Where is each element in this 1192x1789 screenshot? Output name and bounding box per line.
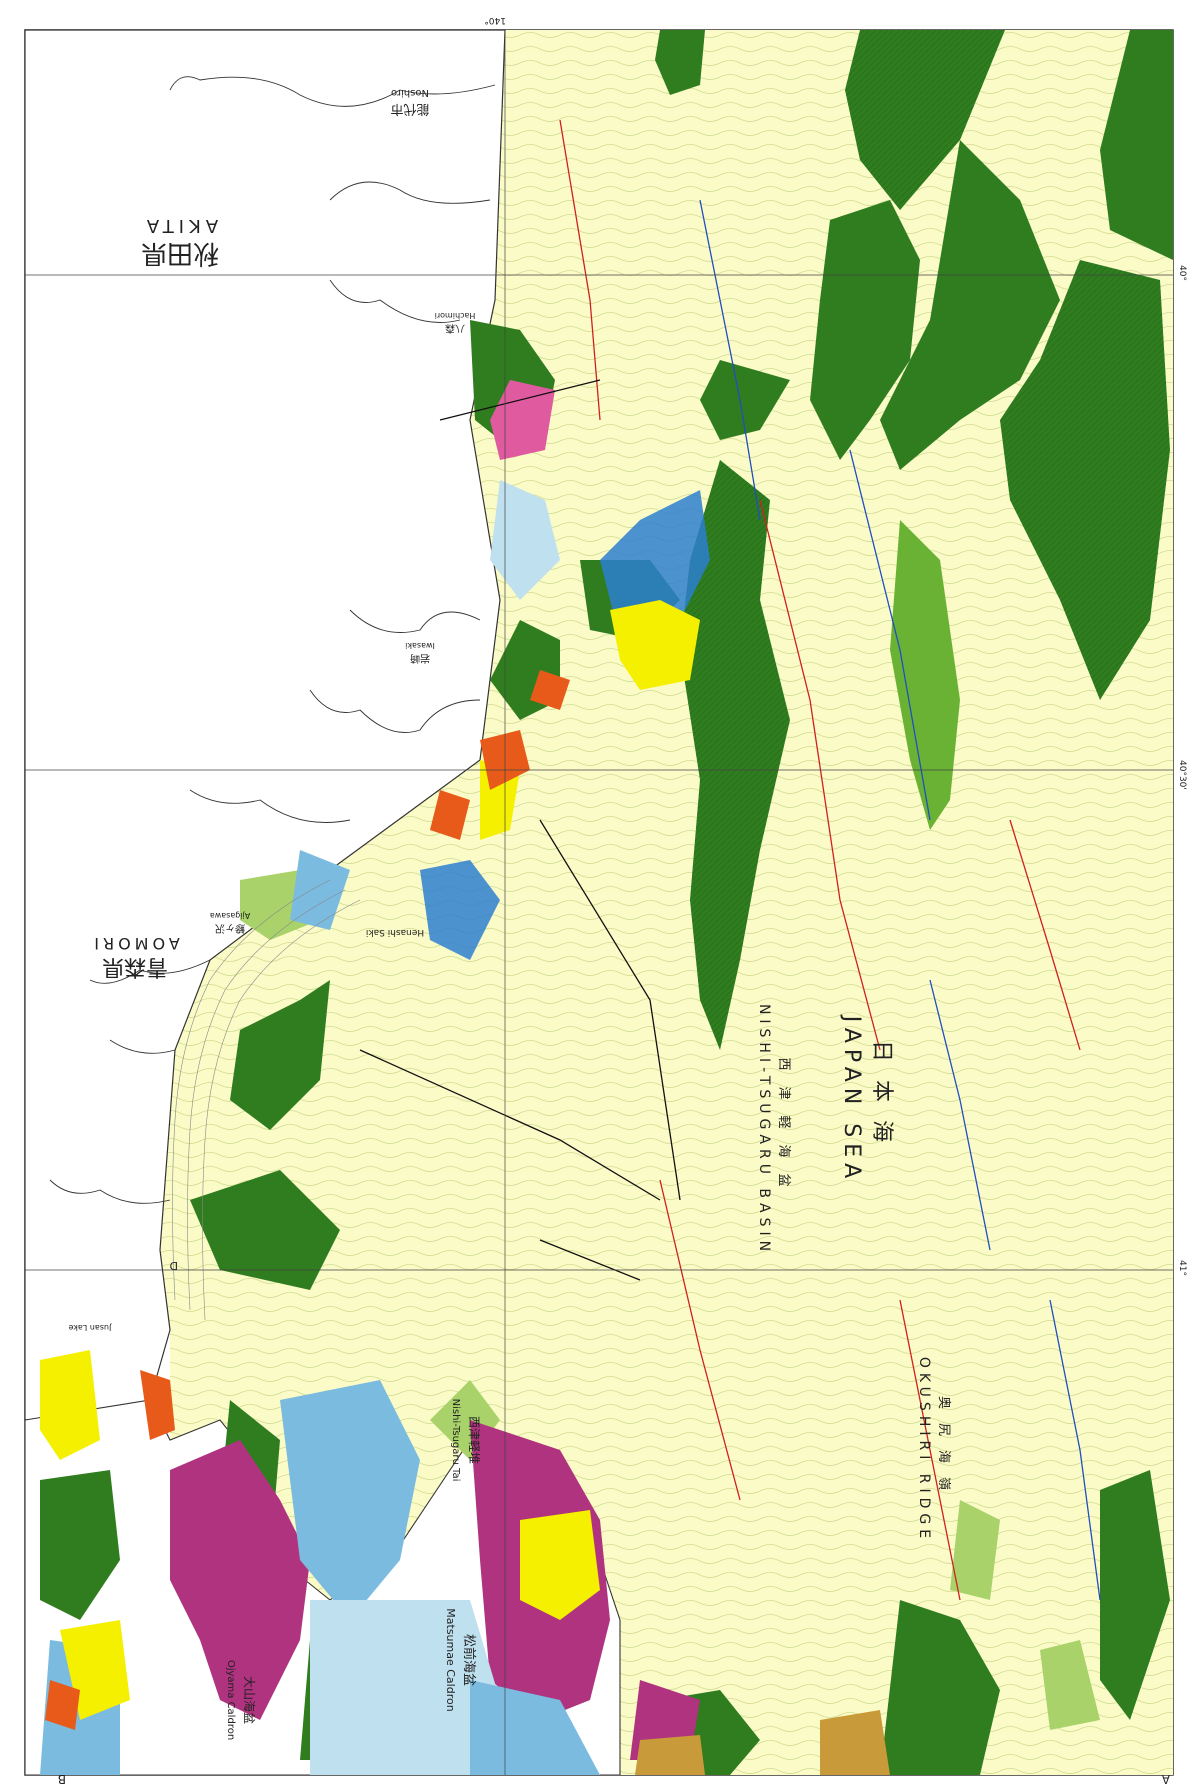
- shelf-contours: [172, 879, 361, 1321]
- graticule-labels: 140° 40° 40°30' 41°: [484, 15, 1187, 1276]
- nishitsugaru-tai-en: Nishi-Tsugaru Tai: [450, 1399, 461, 1482]
- basin-jp: 西津軽海盆: [776, 1057, 791, 1202]
- jusan-en: Jusan Lake: [69, 1323, 113, 1332]
- matsumae-en: Matsumae Caldron: [444, 1608, 457, 1711]
- ridge-en: OKUSHIRI RIDGE: [916, 1357, 932, 1543]
- noshiro-jp: 能代市: [390, 101, 429, 117]
- ajigasawa-label-group: 鰺ヶ沢 Ajigasawa: [210, 911, 251, 935]
- lat-label-40: 40°: [1177, 265, 1187, 281]
- section-marker-a: A: [1161, 1772, 1170, 1786]
- hachimori-label-group: 八森 Hachimori: [435, 311, 476, 335]
- unit-orange: [45, 670, 570, 1730]
- iwasaki-en: Iwasaki: [405, 641, 435, 650]
- nishitsugaru-tai-label-group: 西津軽堆 Nishi-Tsugaru Tai: [450, 1399, 481, 1482]
- rivers: [49, 76, 496, 1204]
- hachimori-en: Hachimori: [435, 311, 476, 320]
- akita-en: AKITA: [142, 215, 218, 236]
- lon-label-140: 140°: [484, 15, 506, 25]
- aomori-jp: 青森県: [102, 954, 168, 979]
- iwasaki-label-group: 岩崎 Iwasaki: [405, 641, 435, 665]
- akita-label-group: 秋田県 AKITA: [141, 215, 219, 268]
- lat-label-41: 41°: [1177, 1260, 1187, 1276]
- section-marker-d: D: [170, 1259, 178, 1272]
- ajigasawa-en: Ajigasawa: [210, 911, 251, 920]
- matsumae-jp: 松前海盆: [461, 1634, 477, 1686]
- ridge-label-group: 奥尻海嶺 OKUSHIRI RIDGE: [916, 1357, 951, 1543]
- oyama-label-group: 大山海盆 Ojyama Caldron: [225, 1660, 257, 1740]
- japan-sea-en: JAPAN SEA: [839, 1014, 864, 1184]
- iwasaki-jp: 岩崎: [410, 652, 430, 665]
- henashi-label-group: Henashi Saki: [366, 927, 424, 937]
- ajigasawa-jp: 鰺ヶ沢: [215, 922, 245, 935]
- hachimori-jp: 八森: [445, 322, 465, 335]
- oyama-en: Ojyama Caldron: [225, 1660, 236, 1740]
- aomori-label-group: 青森県 AOMORI: [90, 934, 180, 979]
- oyama-jp: 大山海盆: [242, 1676, 257, 1724]
- fault-lines: [359, 119, 1101, 1601]
- japan-sea-jp: 日本海: [869, 1040, 894, 1160]
- lat-label-40-30: 40°30': [1177, 760, 1187, 790]
- green-hatching: [680, 30, 1170, 1050]
- nishitsugaru-tai-jp: 西津軽堆: [467, 1416, 481, 1464]
- noshiro-label-group: 能代市 Noshiro: [390, 87, 429, 117]
- akita-jp: 秋田県: [141, 238, 219, 268]
- basin-label-group: 西津軽海盆 NISHI-TSUGARU BASIN: [756, 1004, 791, 1256]
- matsumae-label-group: 松前海盆 Matsumae Caldron: [444, 1608, 477, 1711]
- ridge-jp: 奥尻海嶺: [936, 1396, 951, 1504]
- unit-tan: [635, 1710, 890, 1775]
- noshiro-en: Noshiro: [391, 87, 429, 98]
- bathymetric-contours: [160, 30, 1173, 1775]
- japan-sea-label-group: 日本海 JAPAN SEA: [839, 1014, 894, 1184]
- aomori-en: AOMORI: [90, 934, 180, 953]
- section-marker-b: B: [58, 1772, 66, 1786]
- graticule: [25, 30, 1173, 1775]
- jusan-label-group: Jusan Lake: [69, 1323, 113, 1332]
- basin-en: NISHI-TSUGARU BASIN: [756, 1004, 772, 1256]
- henashi-en: Henashi Saki: [366, 927, 424, 937]
- unit-yellow: [40, 600, 700, 1720]
